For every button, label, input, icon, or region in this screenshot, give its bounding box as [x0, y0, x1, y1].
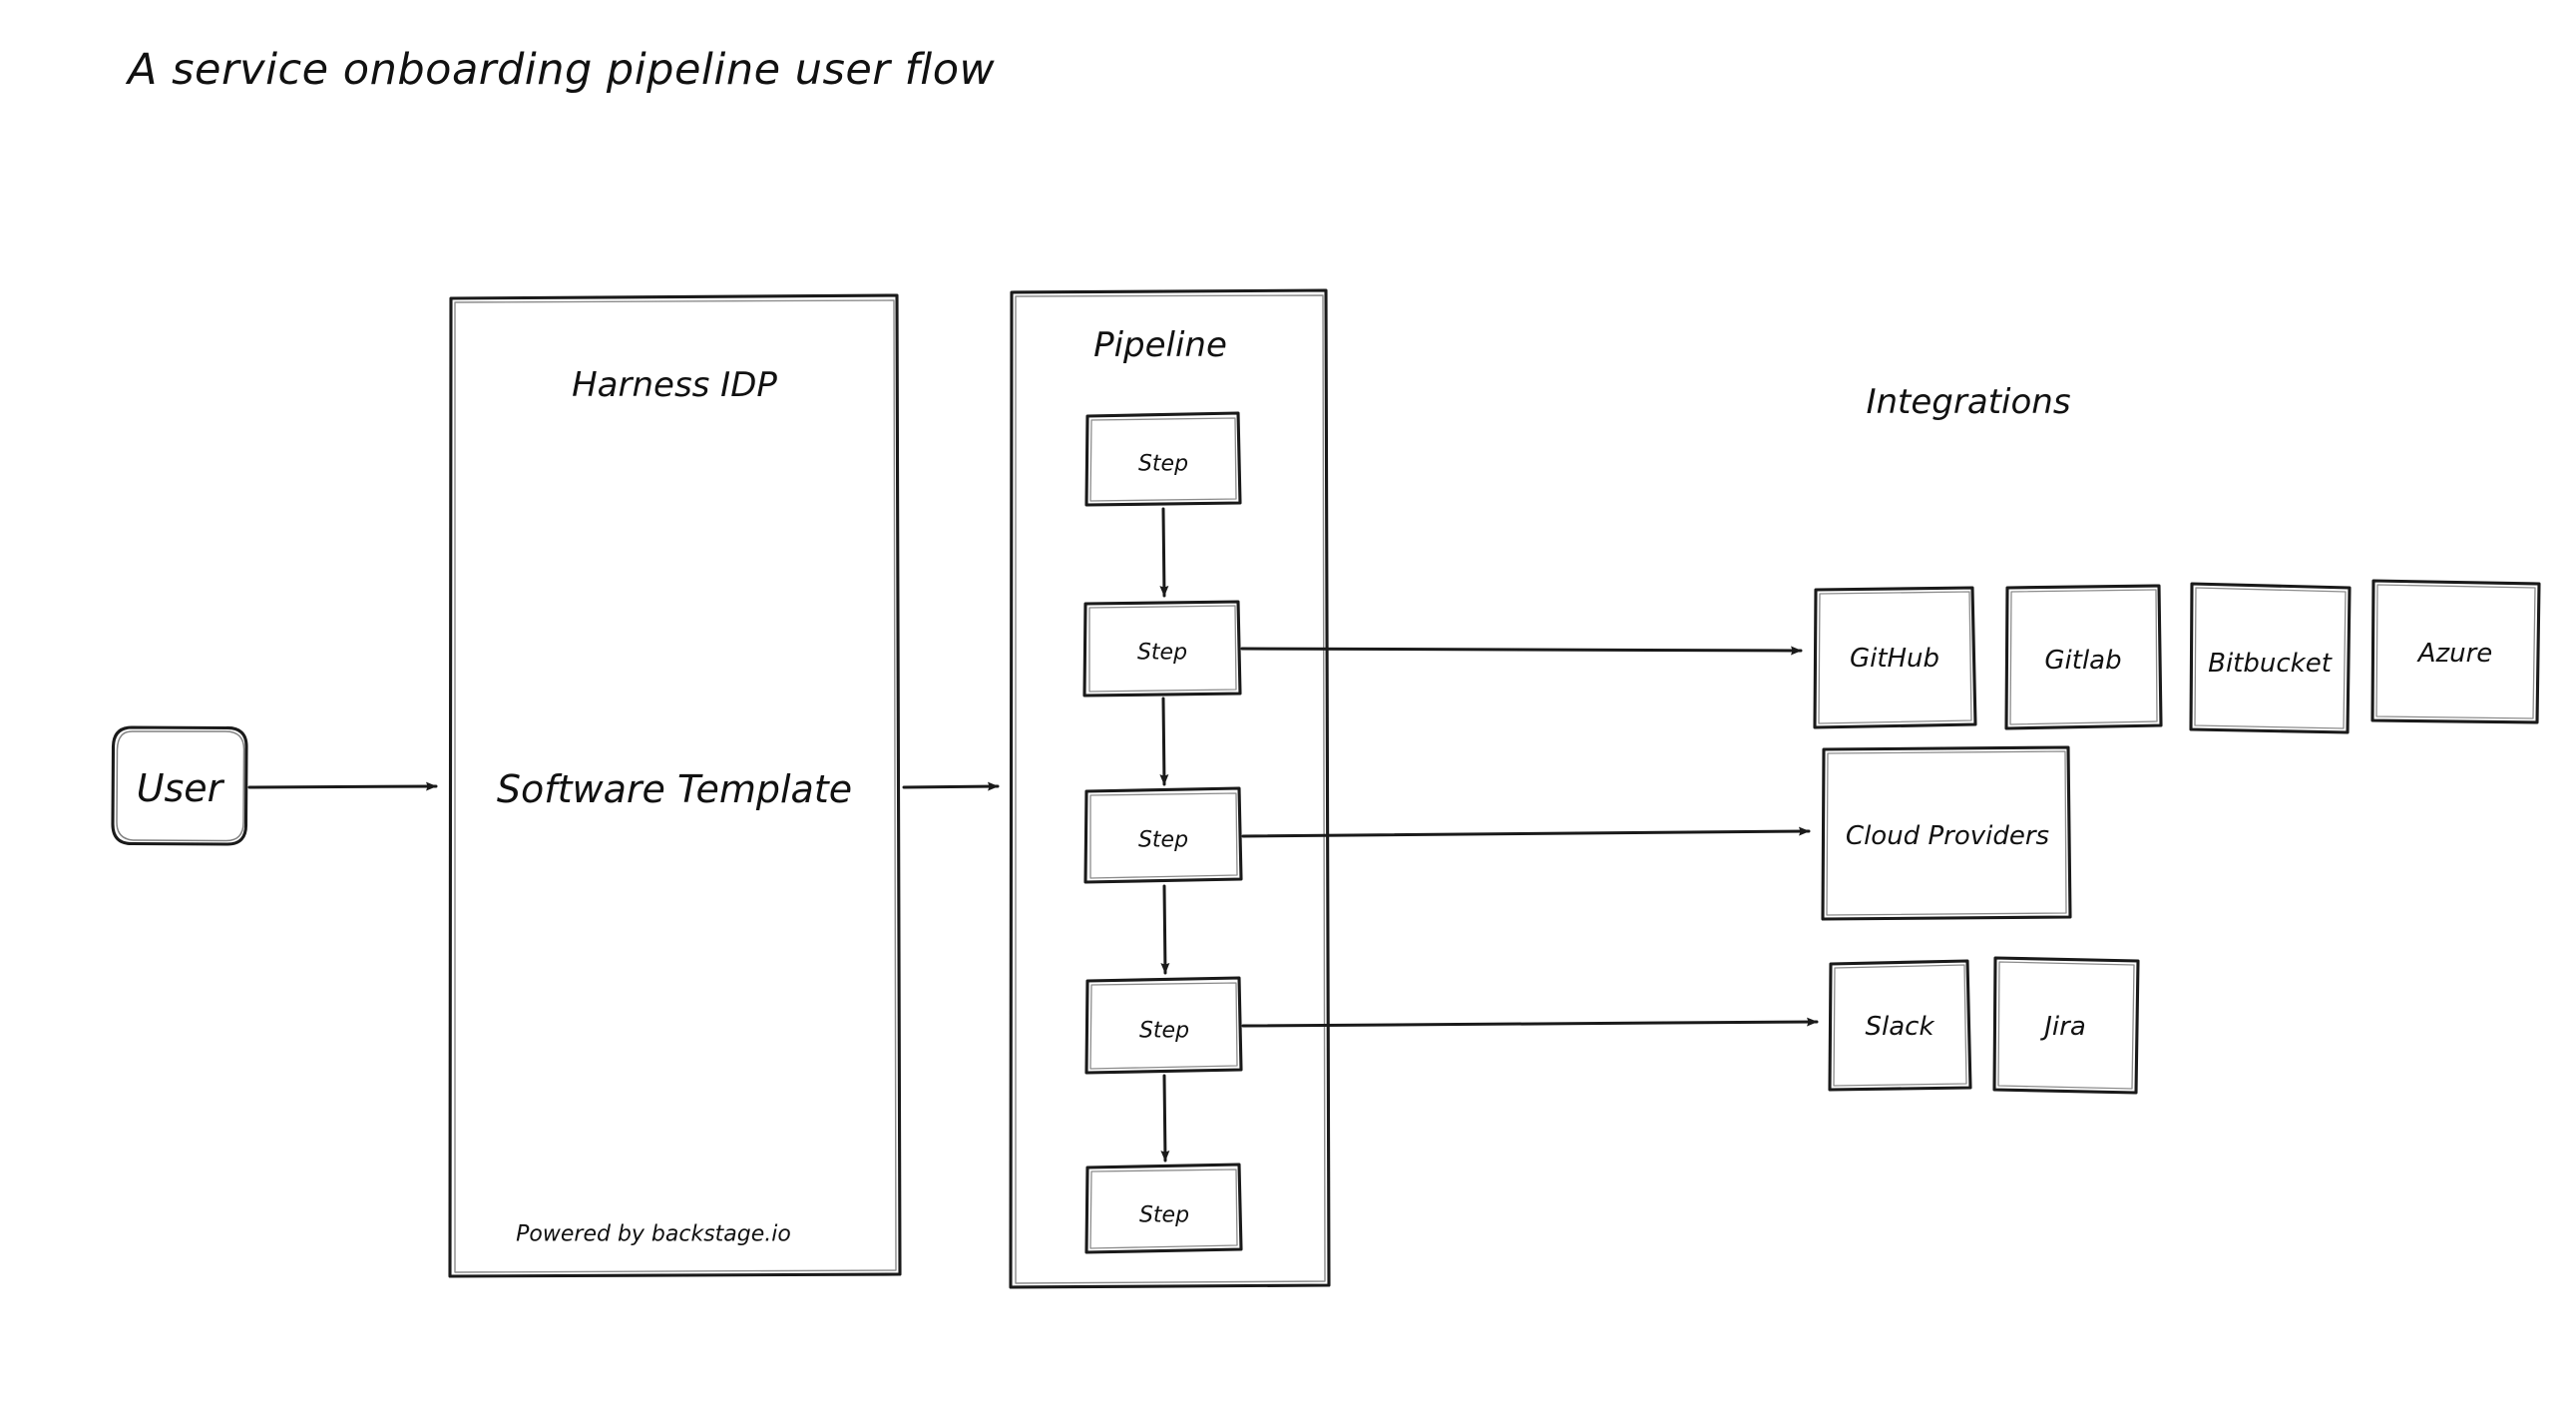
integration-box-jira-shape — [1992, 956, 2140, 1095]
powered-by-backstage-label: Powered by backstage.io — [516, 1221, 791, 1247]
step-2-label: Step — [1136, 640, 1188, 666]
arrow-user-to-idp — [247, 781, 438, 791]
integration-box-github-shape — [1813, 586, 1977, 729]
integrations-title: Integrations — [1866, 382, 2071, 422]
integration-label-github: GitHub — [1849, 644, 1940, 674]
user-box-shape — [111, 725, 248, 846]
harness-idp-panel-shape — [448, 293, 902, 1278]
harness-idp-panel[interactable] — [450, 294, 901, 1277]
integration-box-cloud-providers-shape — [1821, 745, 2072, 921]
step-box-5-shape — [1084, 1163, 1243, 1254]
integration-label-azure: Azure — [2417, 639, 2493, 669]
integration-box-github[interactable] — [1814, 587, 1976, 728]
integration-box-bitbucket-shape — [2189, 582, 2352, 734]
pipeline-panel-title: Pipeline — [1093, 325, 1227, 365]
arrow-step2-to-github — [1240, 646, 1803, 656]
integration-label-bitbucket: Bitbucket — [2208, 649, 2332, 679]
integration-box-gitlab-shape — [2004, 584, 2163, 730]
harness-idp-panel-title: Harness IDP — [572, 365, 777, 405]
arrow-step4-to-slack — [1241, 1017, 1819, 1028]
arrow-step2-to-step3 — [1159, 697, 1169, 786]
arrow-step3-to-cloud — [1241, 826, 1811, 838]
arrow-step3-to-step4 — [1160, 884, 1170, 975]
step-box-5[interactable] — [1085, 1164, 1243, 1253]
pipeline-panel-shape — [1009, 288, 1331, 1289]
step-box-4-shape — [1084, 976, 1243, 1075]
step-1-label: Step — [1137, 451, 1189, 477]
user-box[interactable] — [113, 726, 247, 845]
arrow-step1-to-step2 — [1159, 507, 1169, 598]
integration-box-jira[interactable] — [1993, 957, 2139, 1094]
software-template-label: Software Template — [496, 767, 853, 811]
integration-box-bitbucket[interactable] — [2190, 583, 2351, 733]
step-box-3[interactable] — [1084, 787, 1242, 883]
integration-label-slack: Slack — [1865, 1012, 1934, 1042]
step-box-3-shape — [1083, 786, 1243, 884]
step-box-2[interactable] — [1083, 601, 1241, 697]
step-3-label: Step — [1137, 827, 1189, 853]
integration-box-slack[interactable] — [1829, 960, 1971, 1091]
integration-box-cloud-providers[interactable] — [1822, 746, 2071, 920]
arrow-step4-to-step5 — [1160, 1074, 1170, 1163]
step-box-4[interactable] — [1085, 977, 1243, 1074]
integration-box-gitlab[interactable] — [2005, 585, 2162, 729]
step-5-label: Step — [1138, 1202, 1190, 1228]
integration-box-slack-shape — [1828, 959, 1972, 1092]
step-box-2-shape — [1082, 600, 1242, 698]
integration-box-azure-shape — [2370, 579, 2541, 724]
step-4-label: Step — [1138, 1018, 1190, 1044]
arrow-template-to-pipeline — [902, 781, 1000, 791]
integration-label-gitlab: Gitlab — [2044, 646, 2122, 676]
user-box-label: User — [136, 766, 223, 810]
integration-box-azure[interactable] — [2371, 580, 2540, 723]
integration-label-cloud-providers: Cloud Providers — [1845, 821, 2050, 851]
step-box-1[interactable] — [1085, 412, 1241, 506]
integration-label-jira: Jira — [2044, 1012, 2086, 1042]
diagram-title: A service onboarding pipeline user flow — [128, 45, 996, 95]
step-box-1-shape — [1084, 411, 1242, 507]
